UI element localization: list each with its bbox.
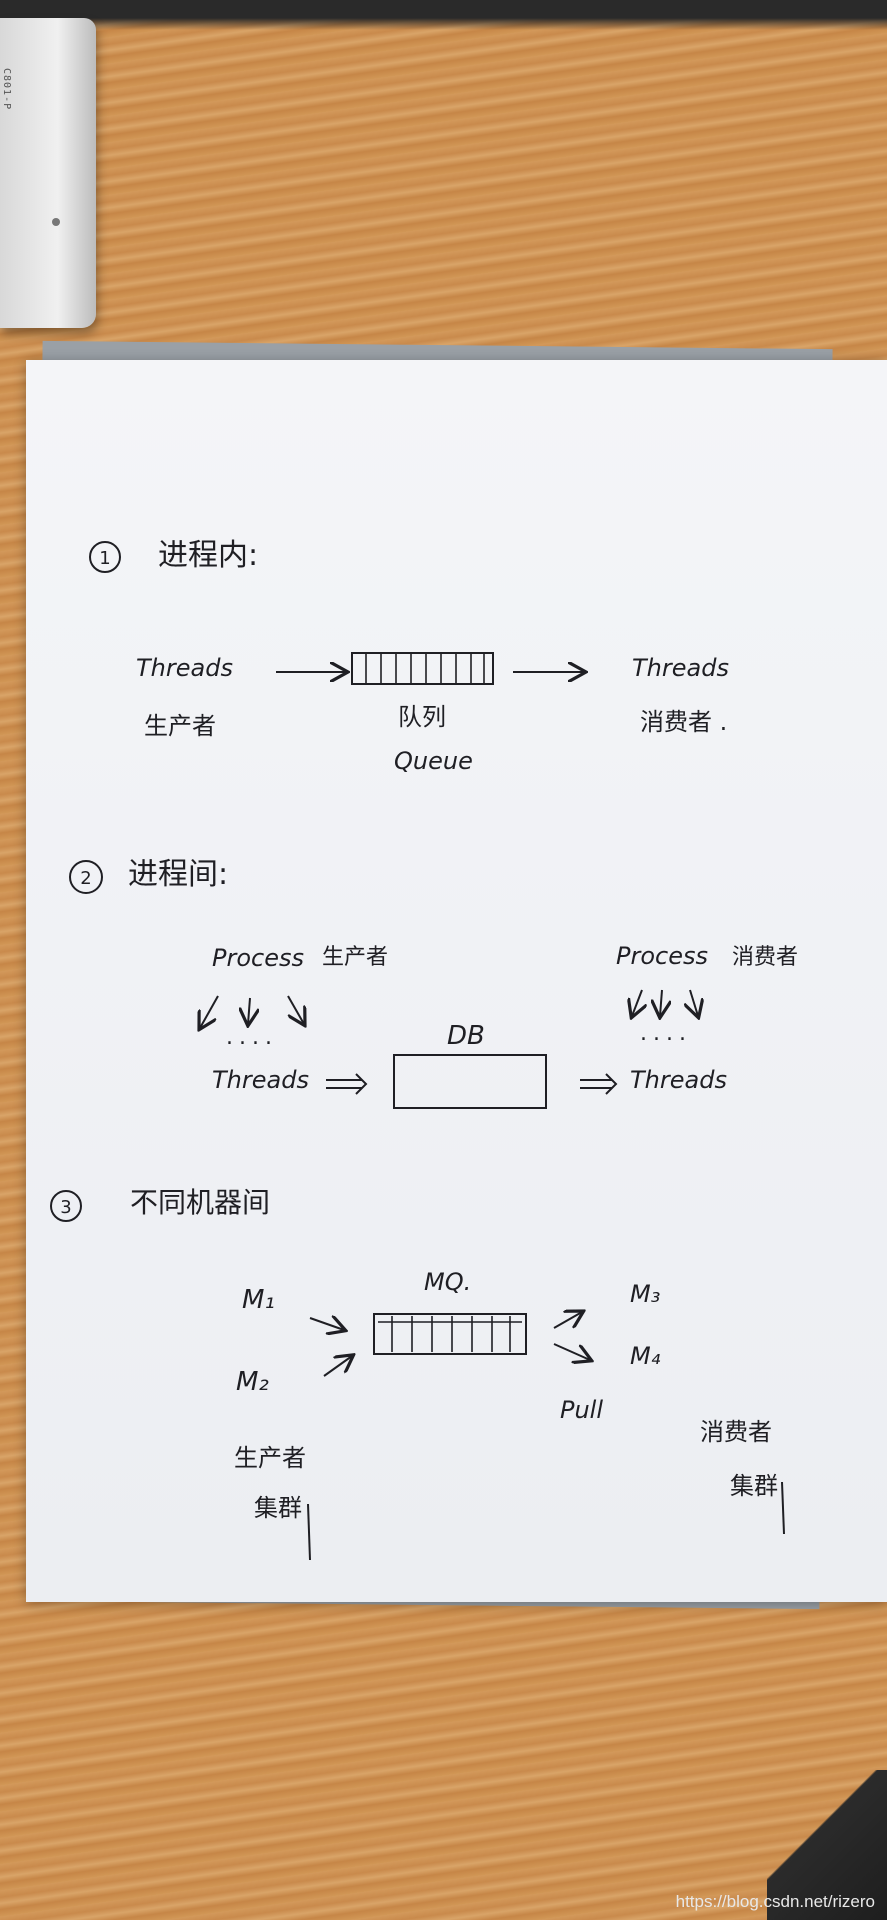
- arrow-m1-to-mq: [309, 1318, 344, 1330]
- electronic-device: C801-P: [0, 18, 96, 328]
- consumer-process-label: Process: [616, 942, 708, 970]
- device-led: [52, 218, 60, 226]
- arrow-m2-to-mq: [323, 1356, 352, 1377]
- section-2-heading: 进程间:: [128, 857, 228, 892]
- section-3-number: 3: [60, 1197, 71, 1218]
- number-circle-3: [50, 1190, 82, 1222]
- producer-label: 生产者: [144, 712, 216, 740]
- section-3: 3 不同机器间 M₁ M₂ MQ. M₃ M₄ Pull 生产者 集群: [50, 1186, 785, 1561]
- consumer-threads-label: Threads: [632, 654, 729, 682]
- machine-m2: M₂: [236, 1367, 269, 1397]
- section-1-number: 1: [99, 548, 110, 569]
- producer-fanout-arrows: [200, 995, 304, 1028]
- queue-cn-label: 队列: [398, 703, 446, 731]
- section-1-heading: 进程内:: [158, 538, 258, 573]
- consumer-label: 消费者 .: [640, 708, 727, 736]
- dark-edge-top: [0, 0, 887, 30]
- double-arrow-to-db: [326, 1073, 368, 1095]
- queue-slots: [365, 654, 485, 683]
- watermark-url: https://blog.csdn.net/rizero: [675, 1892, 875, 1911]
- section-3-heading: 不同机器间: [130, 1186, 270, 1219]
- number-circle-2: [69, 860, 103, 894]
- arrow-mq-to-m4: [553, 1343, 590, 1360]
- mq-label: MQ.: [424, 1268, 471, 1296]
- section-1: 1 进程内: Threads 生产者 队列 Queue Threads 消费者 …: [89, 538, 729, 775]
- machine-m4: M₄: [630, 1342, 661, 1370]
- producer-cluster-stroke: [307, 1503, 311, 1561]
- consumer-threads-label-2: Threads: [630, 1066, 727, 1094]
- machine-m1: M₁: [242, 1285, 275, 1315]
- arrow-mq-to-m3: [553, 1312, 582, 1329]
- consumer-label-3: 消费者: [700, 1418, 772, 1446]
- pull-label: Pull: [560, 1396, 603, 1424]
- section-2: 2 进程间: Process 生产者 .... Threads DB: [69, 857, 798, 1109]
- consumer-dots: ....: [640, 1021, 692, 1046]
- consumer-fanout-arrows: [632, 989, 698, 1016]
- producer-threads-label-2: Threads: [212, 1066, 309, 1094]
- consumer-cluster-stroke: [781, 1481, 785, 1535]
- consumer-cluster-label: 集群: [730, 1472, 778, 1500]
- mq-box: [373, 1313, 527, 1355]
- consumer-label-2: 消费者: [732, 945, 798, 970]
- producer-process-label: Process: [212, 944, 304, 972]
- paper-sheet: [26, 360, 887, 1602]
- dark-edge-bottom: [767, 1770, 887, 1920]
- producer-cluster-label: 集群: [254, 1494, 302, 1522]
- producer-dots: ....: [226, 1025, 278, 1050]
- mq-slots: [391, 1316, 511, 1352]
- section-2-number: 2: [80, 868, 91, 889]
- producer-label-3: 生产者: [234, 1444, 306, 1472]
- machine-m3: M₃: [630, 1280, 660, 1308]
- queue-en-label: Queue: [394, 747, 473, 775]
- producer-label-2: 生产者: [322, 945, 388, 970]
- producer-threads-label: Threads: [136, 654, 233, 682]
- double-arrow-from-db: [580, 1073, 618, 1095]
- db-label: DB: [447, 1021, 485, 1051]
- number-circle-1: [89, 541, 121, 573]
- queue-box: [351, 652, 494, 685]
- db-box: [393, 1054, 547, 1109]
